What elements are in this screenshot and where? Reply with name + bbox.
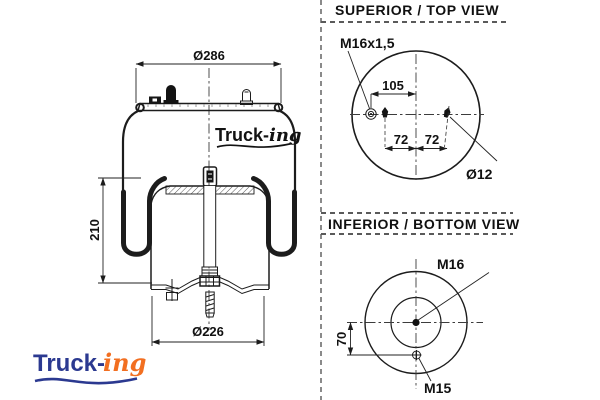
center-rod-assembly: [199, 186, 221, 287]
dimension-bottom-diameter: Ø226: [151, 296, 265, 346]
dim-label-offset: 105: [382, 78, 404, 93]
logo-watermark-ing: ing: [269, 125, 302, 146]
thread-leader-line: [347, 50, 370, 109]
stud-diameter-label: Ø12: [466, 166, 493, 182]
side-view-drawing: Ø286: [87, 48, 302, 346]
panel-separator-vertical: [320, 0, 322, 400]
plate-rolled-edge-right: [273, 102, 284, 113]
brand-logo-truck: Truck-: [33, 350, 105, 377]
plate-air-fitting: [163, 85, 179, 104]
thread-label: M16x1,5: [340, 35, 395, 51]
dim-label-hole-offset: 70: [334, 332, 349, 346]
bottom-view-title: INFERIOR / BOTTOM VIEW: [328, 216, 520, 232]
side-thread-label: M15: [424, 380, 451, 396]
bottom-view-title-rule-bottom: [321, 233, 513, 235]
rod-hex-nut: [199, 275, 221, 287]
dim-label-bottom-diameter: Ø226: [192, 324, 224, 339]
stud-leader-line: [449, 116, 498, 162]
piston-center-nut: [202, 166, 218, 187]
bottom-plate: [151, 277, 269, 318]
top-view-drawing: M16x1,5 105 72 72: [340, 35, 498, 182]
dim-label-top-diameter: Ø286: [193, 48, 225, 63]
side-thread-leader: [418, 358, 432, 382]
bottom-plate-bolt: [165, 279, 179, 301]
dim-label-right-spacing: 72: [425, 132, 439, 147]
center-thread-label: M16: [437, 256, 464, 272]
brand-logo-ing: ing: [103, 348, 146, 377]
bottom-stud: [205, 291, 215, 318]
stud-left: [381, 107, 389, 147]
dimension-offset-105: 105: [370, 78, 416, 108]
dimension-hole-offset: 70: [334, 322, 412, 356]
plate-blind-nut: [149, 96, 161, 104]
dim-label-height: 210: [87, 219, 102, 241]
top-plate: [135, 85, 284, 113]
dimension-height: 210: [87, 177, 152, 284]
plate-mounting-stud: [240, 89, 253, 105]
top-view-title-rule: [321, 21, 509, 23]
dimension-top-diameter: Ø286: [135, 48, 282, 103]
logo-watermark: Truck- ing: [215, 125, 302, 148]
stud-right: [443, 105, 451, 148]
rolling-lobe-left: [121, 176, 167, 257]
side-thread-hole: [411, 350, 422, 360]
dimension-stud-spacing: 72 72: [384, 132, 448, 152]
bottom-view-title-rule-top: [321, 212, 513, 214]
brand-logo: Truck- ing: [33, 348, 146, 385]
center-thread-leader: [417, 272, 490, 321]
logo-watermark-truck: Truck-: [215, 125, 269, 145]
brand-logo-swoosh: [34, 377, 138, 385]
plate-rolled-edge-left: [135, 102, 145, 113]
bottom-view-drawing: M16 M15 70: [334, 256, 490, 396]
dim-label-left-spacing: 72: [394, 132, 408, 147]
air-port: [365, 108, 377, 120]
logo-watermark-swoosh: [216, 142, 293, 148]
top-view-title: SUPERIOR / TOP VIEW: [335, 2, 500, 18]
